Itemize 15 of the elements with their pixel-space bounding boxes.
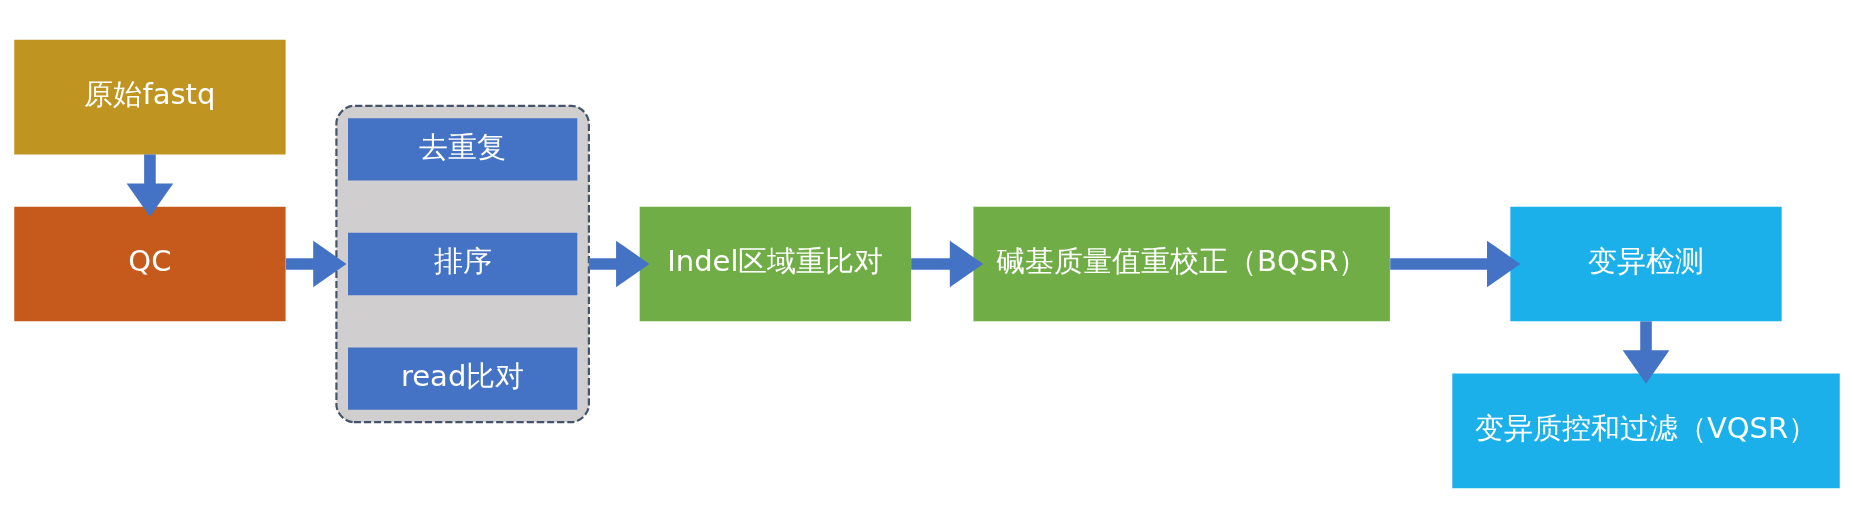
node-box: 去重复 (348, 117, 578, 181)
node-box: read比对 (348, 346, 578, 410)
arrow (1390, 240, 1521, 287)
node-box: 碱基质量值重校正（BQSR） (973, 206, 1390, 321)
node-box: 变异质控和过滤（VQSR） (1452, 373, 1840, 488)
node-box: 排序 (348, 232, 578, 295)
node-box: Indel区域重比对 (639, 206, 912, 321)
node-box: 原始fastq (14, 39, 286, 154)
arrow (911, 240, 984, 287)
arrow (1622, 320, 1670, 384)
arrow (588, 240, 650, 287)
node-box: QC (14, 206, 286, 321)
cluster (335, 104, 590, 423)
node-box: 变异检测 (1510, 206, 1782, 321)
arrow (126, 153, 174, 217)
